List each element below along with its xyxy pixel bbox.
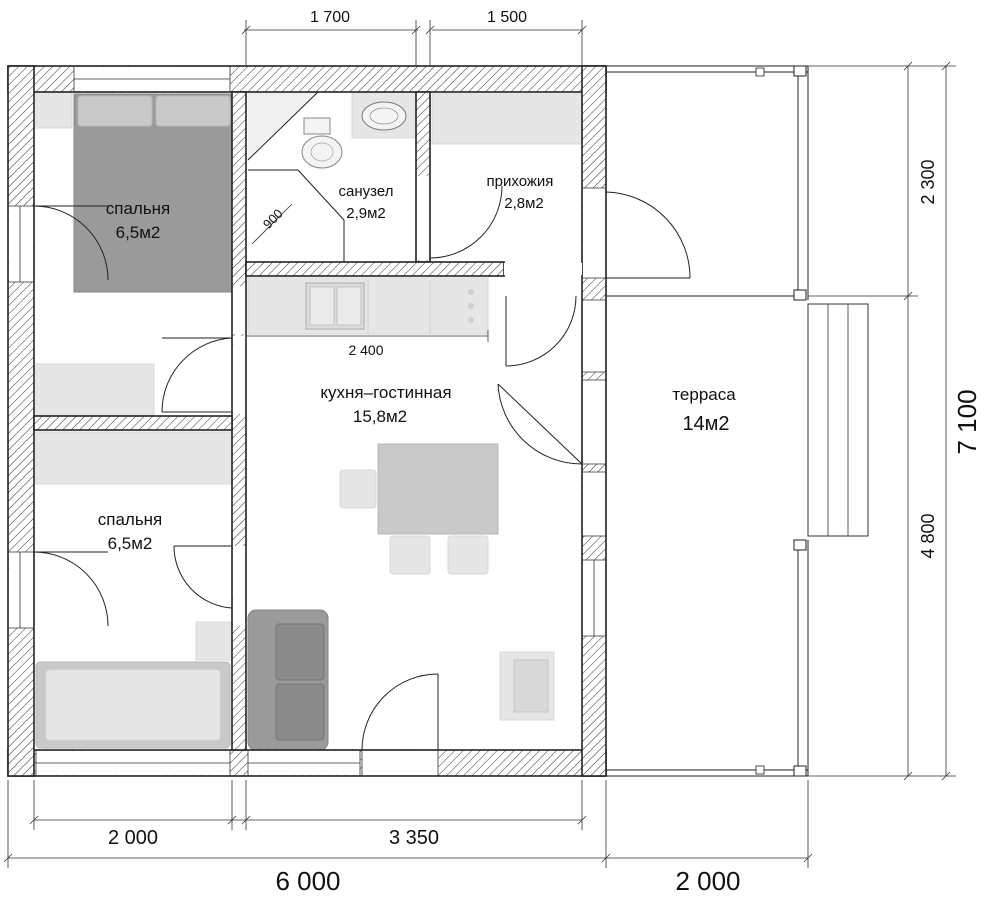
terrace-area: 14м2 [682,413,729,435]
hallway-name: прихожия [487,173,554,190]
bedroom-bottom-name: спальня [98,510,163,529]
sofa-icon [247,609,329,751]
bed-icon [73,93,233,293]
nightstand-icon [195,621,233,661]
room-labels: спальня 6,5м2 спальня 6,5м2 санузел 2,9м… [98,173,736,553]
bedroom-bottom-area: 6,5м2 [108,534,153,553]
shower-partition [247,91,345,262]
dim-kitchen-counter: 2 400 [348,342,383,358]
dim-bottom-left: 2 000 [108,827,158,849]
doors [33,185,691,751]
armchair-icon [499,651,555,721]
dim-shower: 900 [260,206,286,232]
bathroom-name: санузел [339,183,394,200]
dim-bottom-mid: 3 350 [389,827,439,849]
dim-right-top: 2 300 [918,159,938,204]
hallway-area: 2,8м2 [504,195,544,212]
kitchen-living-name: кухня–гостинная [320,383,451,402]
nightstand-icon [35,91,73,129]
openings [8,66,606,776]
bedroom-top-area: 6,5м2 [116,223,161,242]
toilet-seat-icon [310,142,334,162]
toilet-tank-icon [303,117,331,135]
dim-bottom-total: 6 000 [275,866,340,896]
sofa-bed-icon [35,661,231,749]
wardrobe-icon [35,431,235,485]
chair-icon [447,535,489,575]
bathroom-area: 2,9м2 [346,205,386,222]
bedroom-top-name: спальня [106,199,171,218]
dim-right-bottom: 4 800 [918,513,938,558]
wardrobe-icon [35,363,155,417]
sink-basin-icon [369,107,399,125]
dim-right-total: 7 100 [952,389,982,454]
kitchen-counter-icon [247,277,489,335]
sink-icon [361,101,407,131]
dim-bottom-terrace: 2 000 [675,866,740,896]
hallway-shelf-icon [431,93,583,145]
dim-top-right: 1 500 [487,9,527,26]
chair-icon [389,535,431,575]
dining-table-icon [377,443,499,535]
terrace-name: терраса [672,385,736,404]
terrace [606,65,809,777]
dimension-lines [3,20,956,868]
chair-icon [339,469,377,509]
toilet-icon [301,135,343,169]
kitchen-living-area: 15,8м2 [353,407,407,426]
dim-top-left: 1 700 [310,9,350,26]
terrace-steps [807,303,869,537]
